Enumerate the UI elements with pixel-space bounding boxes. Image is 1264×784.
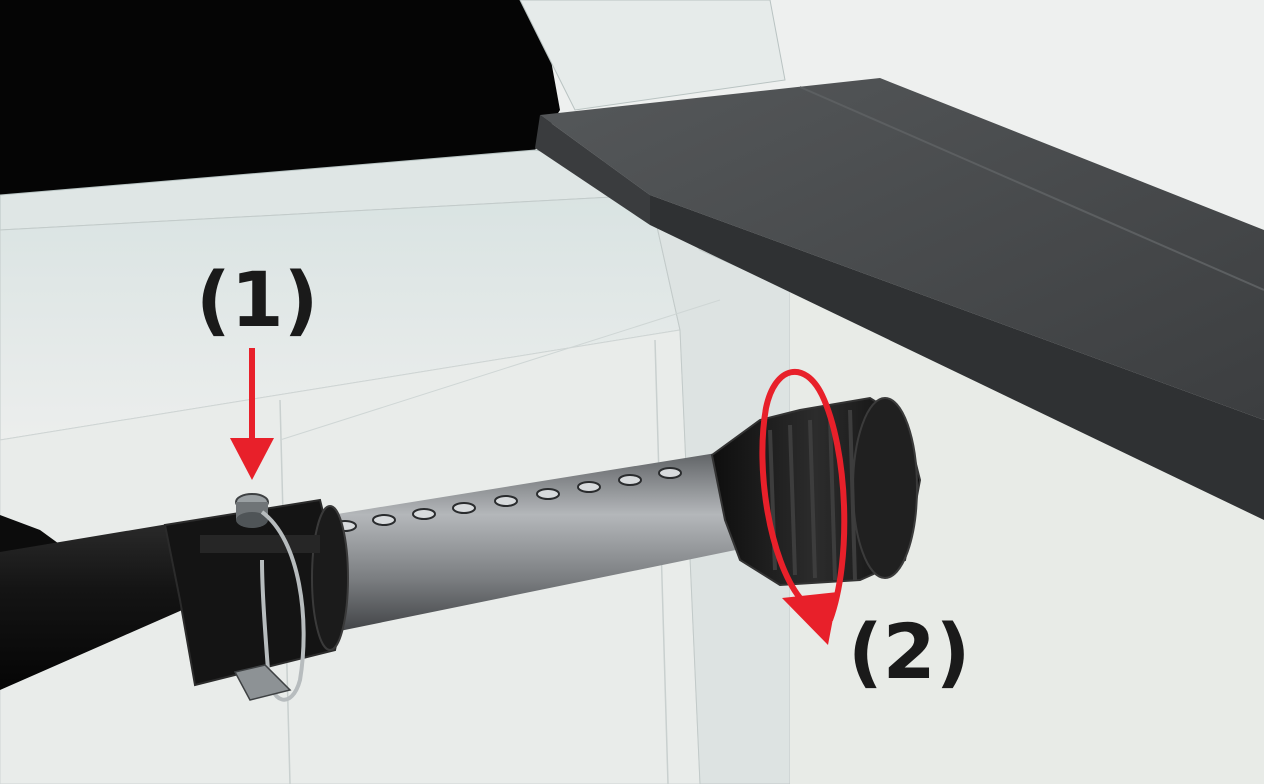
collar-band — [200, 535, 320, 553]
tube-hole — [412, 508, 436, 520]
tube-hole — [452, 502, 476, 514]
cover-panel-edge — [650, 195, 1264, 520]
collar-ring — [311, 505, 349, 651]
tube-holes — [333, 467, 682, 532]
tube-hole — [494, 495, 518, 507]
pin-lanyard — [260, 510, 306, 702]
rotate-arrow-icon — [759, 368, 848, 645]
black-rod — [0, 522, 205, 690]
step-1-label: (1) — [196, 255, 319, 344]
cover-panel-crease — [799, 86, 1264, 291]
end-knob-cap — [852, 397, 918, 579]
cover-panel-front — [535, 115, 650, 225]
collar-clip — [233, 664, 292, 701]
upper-fairing — [519, 0, 786, 111]
arrow-down-icon — [230, 348, 274, 480]
tube-hole — [372, 514, 396, 526]
pin-knob — [235, 493, 269, 528]
step-2-label: (2) — [848, 607, 971, 696]
tube-hole — [658, 467, 682, 479]
dark-opening — [0, 0, 560, 195]
metal-tube — [300, 450, 760, 635]
cover-panel-top — [540, 78, 1264, 420]
housing-edge-line — [279, 299, 721, 441]
tube-hole — [618, 474, 642, 486]
tube-hole — [536, 488, 560, 500]
tube-hole — [577, 481, 601, 493]
